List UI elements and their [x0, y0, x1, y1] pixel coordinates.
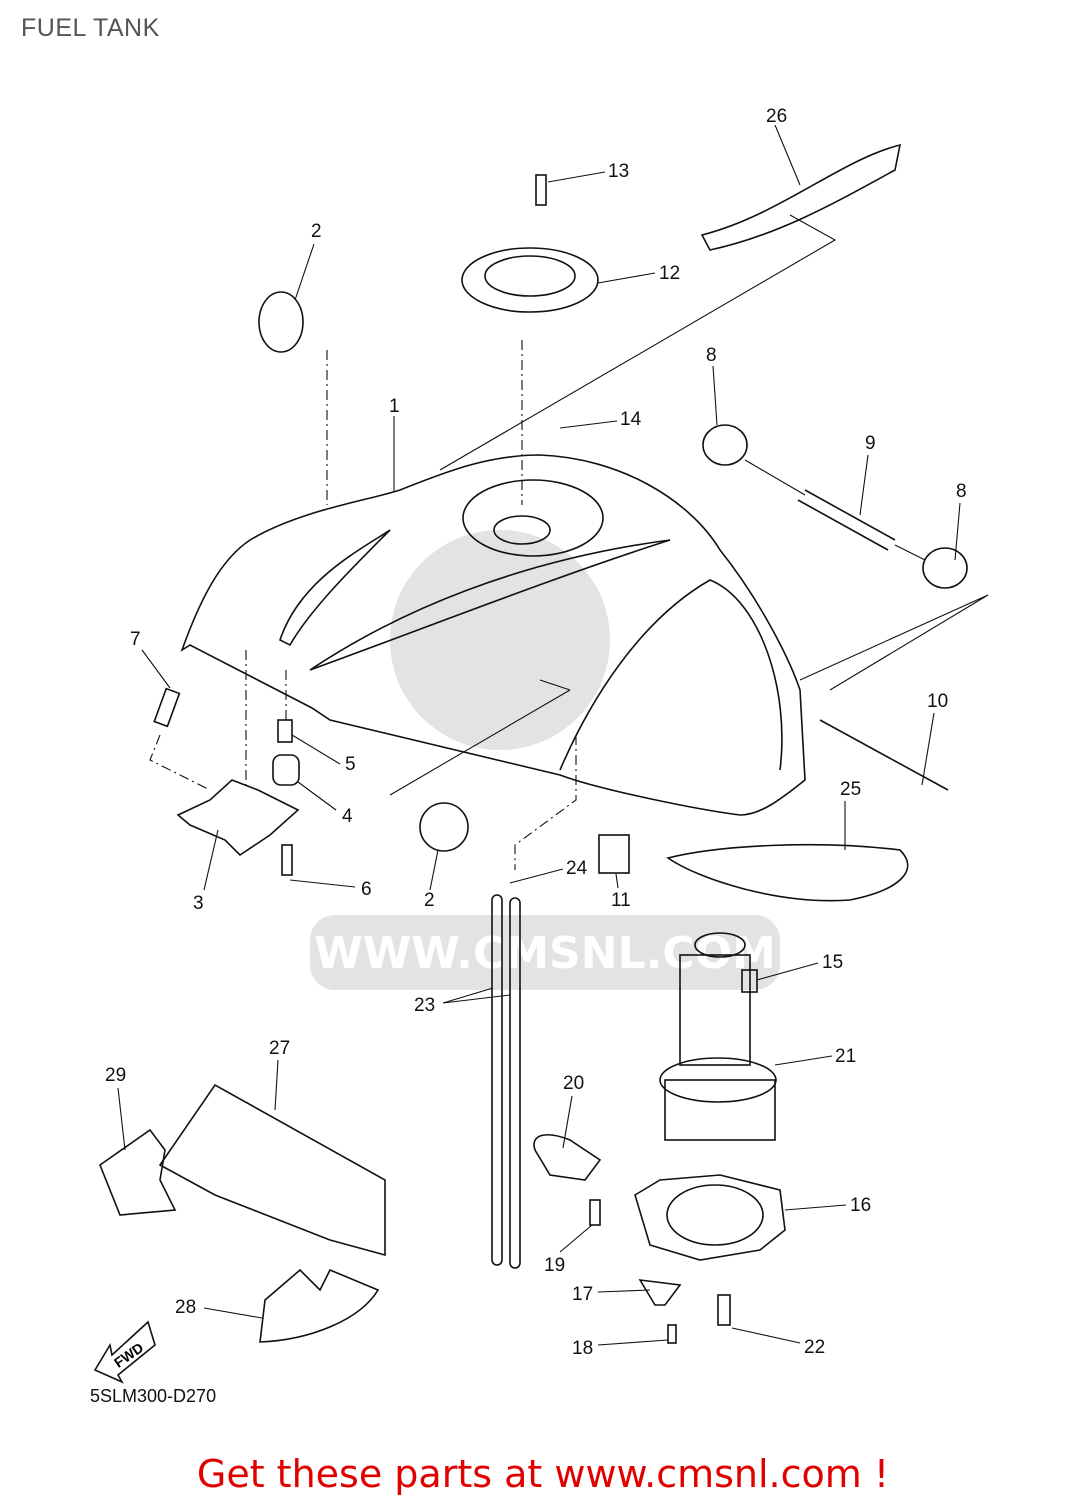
fuel-pump — [634, 932, 786, 1261]
callout-27: 27 — [269, 1038, 290, 1059]
watermark: WWW.CMSNL.COM — [310, 530, 780, 990]
callout-16: 16 — [850, 1195, 871, 1216]
callout-28: 28 — [175, 1297, 196, 1318]
callout-24: 24 — [566, 858, 588, 879]
callout-15: 15 — [822, 952, 843, 973]
callout-1: 1 — [389, 396, 400, 417]
bracket-assembly — [149, 650, 300, 876]
callout-3: 3 — [193, 893, 204, 914]
fwd-arrow: FWD — [93, 1320, 156, 1384]
callout-14: 14 — [620, 409, 642, 430]
cover-27 — [158, 1083, 386, 1257]
watermark-text: WWW.CMSNL.COM — [314, 928, 776, 979]
cover-25 — [666, 843, 909, 902]
clip-17 — [638, 1279, 682, 1306]
callout-18: 18 — [572, 1338, 593, 1359]
callout-2b: 2 — [424, 890, 435, 911]
bolt-10 — [819, 719, 949, 791]
callout-26: 26 — [766, 106, 787, 127]
cap-2-lower — [419, 802, 469, 852]
breather-hoses-23 — [491, 894, 521, 1269]
cover-29 — [99, 1128, 177, 1216]
fuel-tank — [180, 454, 806, 816]
hose-and-grommets — [702, 424, 989, 691]
callout-4: 4 — [342, 806, 353, 827]
callout-2: 2 — [311, 221, 322, 242]
leader-lines — [117, 124, 961, 1346]
callout-19: 19 — [544, 1255, 565, 1276]
footer-link[interactable]: Get these parts at www.cmsnl.com ! — [196, 1452, 890, 1496]
callout-17: 17 — [572, 1284, 593, 1305]
callout-21: 21 — [835, 1046, 856, 1067]
callout-10: 10 — [927, 691, 948, 712]
diagram-title: FUEL TANK — [21, 14, 160, 42]
callout-6: 6 — [361, 879, 372, 900]
callout-labels: 26 13 2 12 8 14 1 9 8 7 10 5 25 4 24 6 3… — [105, 106, 967, 1359]
callout-22: 22 — [804, 1337, 825, 1358]
cover-28 — [259, 1268, 380, 1343]
diagram-code: 5SLM300-D270 — [90, 1386, 216, 1406]
clamp-20 — [533, 1134, 602, 1181]
callout-11: 11 — [611, 890, 631, 911]
callout-7: 7 — [130, 629, 141, 650]
callout-25: 25 — [840, 779, 861, 800]
callout-9: 9 — [865, 433, 876, 454]
clip-11 — [598, 834, 630, 874]
cover-26 — [700, 143, 902, 251]
screw-18 — [667, 1324, 677, 1344]
bolt-22 — [717, 1294, 731, 1326]
bolt-19 — [589, 1199, 601, 1226]
callout-12: 12 — [659, 263, 680, 284]
callout-20: 20 — [563, 1073, 584, 1094]
callout-5: 5 — [345, 754, 356, 775]
cap-2-top — [258, 291, 304, 353]
callout-8b: 8 — [956, 481, 967, 502]
callout-29: 29 — [105, 1065, 126, 1086]
callout-23: 23 — [414, 995, 435, 1016]
callout-8: 8 — [706, 345, 717, 366]
callout-13: 13 — [608, 161, 629, 182]
